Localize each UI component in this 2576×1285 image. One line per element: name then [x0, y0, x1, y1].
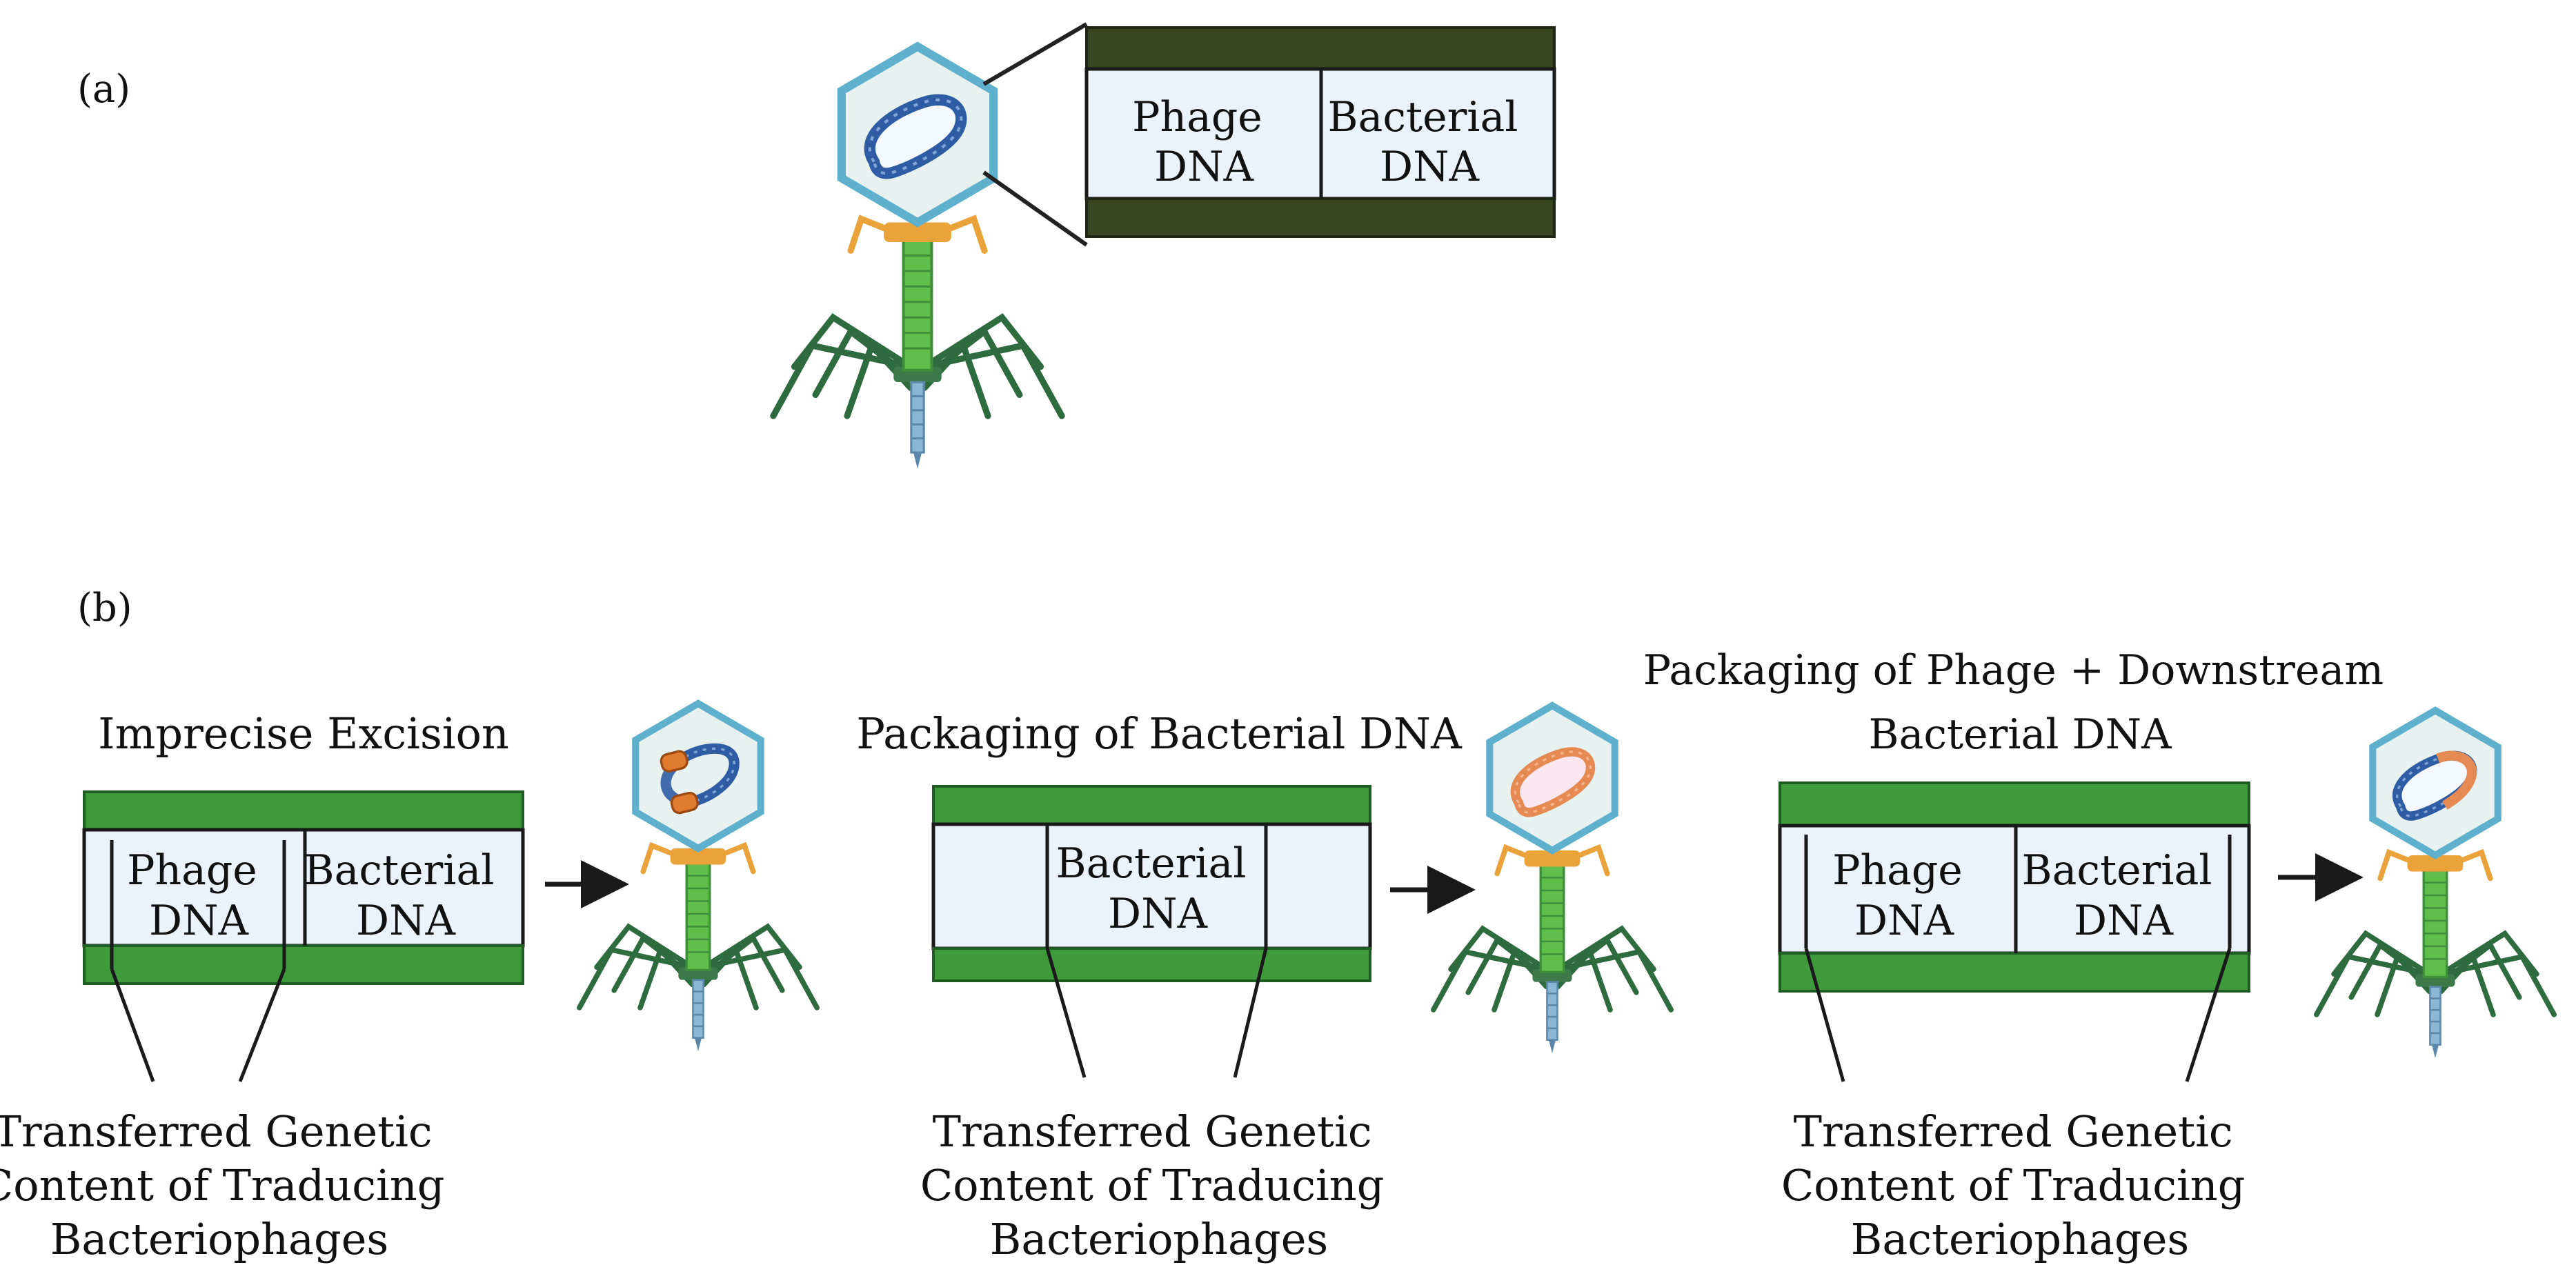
- dna-strand-group1: [82, 790, 525, 985]
- group3-segment-phage-dna: Phage DNA: [1832, 846, 1976, 945]
- dna-strand-group2: [931, 785, 1372, 982]
- zoom-line-bottom: [982, 170, 1088, 247]
- segment-phage-dna-a: Phage DNA: [1132, 93, 1276, 191]
- group2-caption: Transferred Genetic Content of Traducing…: [920, 1106, 1398, 1264]
- dna-strand-group3: [1778, 781, 2251, 993]
- group1-segment-bacterial-dna: Bacterial DNA: [304, 846, 508, 945]
- group1-caption: Transferred Genetic Content of Traducing…: [0, 1106, 458, 1264]
- bacteriophage-icon: [1434, 706, 1671, 1053]
- group2-bracket-lines: [1045, 948, 1268, 1078]
- group3-caption: Transferred Genetic Content of Traducing…: [1781, 1106, 2259, 1264]
- group1-bracket-lines: [110, 968, 286, 1082]
- group3-title: Packaging of Phage + Downstream Bacteria…: [1643, 646, 2397, 759]
- panel-a-label: (a): [77, 67, 130, 112]
- bacteriophage-icon: [2317, 710, 2554, 1058]
- dna-strand-a: [1084, 26, 1556, 238]
- zoom-line-top: [982, 22, 1088, 86]
- group3-bracket-lines: [1804, 948, 2232, 1082]
- group2-title: Packaging of Bacterial DNA: [856, 708, 1463, 759]
- group1-title: Imprecise Excision: [98, 708, 509, 759]
- panel-b-label: (b): [77, 586, 132, 630]
- segment-bacterial-dna-a: Bacterial DNA: [1328, 93, 1532, 191]
- group2-segment-bacterial-dna: Bacterial DNA: [1056, 839, 1260, 938]
- group1-segment-phage-dna: Phage DNA: [127, 846, 270, 945]
- bacteriophage-icon: [579, 704, 817, 1051]
- bacteriophage-icon: [773, 47, 1062, 469]
- group3-segment-bacterial-dna: Bacterial DNA: [2022, 846, 2226, 945]
